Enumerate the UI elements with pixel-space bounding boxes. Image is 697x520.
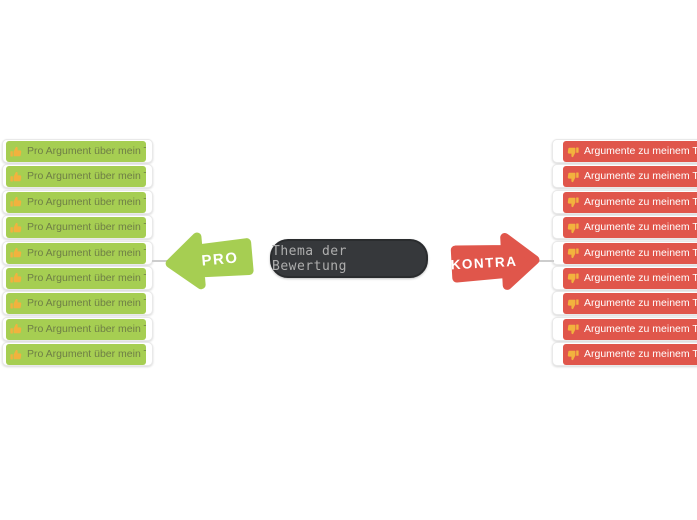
- kontra-argument-pill: Argumente zu meinem Thema: [563, 267, 697, 289]
- kontra-argument-label: Argumente zu meinem Thema: [584, 195, 697, 208]
- kontra-argument-pill: Argumente zu meinem Thema: [563, 141, 697, 162]
- kontra-argument-pill: Argumente zu meinem Thema: [563, 191, 697, 213]
- thumbs-down-icon: [567, 324, 579, 335]
- pro-argument-label: Pro Argument über mein Thema: [27, 348, 146, 361]
- thumbs-up-icon: [10, 171, 22, 182]
- pro-argument-pill: Pro Argument über mein Thema: [6, 242, 146, 264]
- pro-argument-pill: Pro Argument über mein Thema: [6, 141, 146, 162]
- pro-argument-node[interactable]: Pro Argument über mein Thema: [2, 215, 153, 240]
- thumbs-down-icon: [567, 172, 579, 182]
- kontra-argument-label: Argumente zu meinem Thema: [584, 221, 697, 234]
- pro-argument-pill: Pro Argument über mein Thema: [6, 318, 146, 340]
- thumbs-up-icon: [10, 273, 22, 283]
- kontra-argument-node[interactable]: Argumente zu meinem Thema: [552, 240, 697, 265]
- kontra-arrow-label: KONTRA: [450, 254, 517, 272]
- pro-argument-label: Pro Argument über mein Thema: [27, 322, 146, 335]
- thumbs-up-icon: [10, 197, 22, 207]
- thumbs-up-icon: [10, 146, 22, 156]
- kontra-argument-node[interactable]: Argumente zu meinem Thema: [552, 316, 697, 341]
- kontra-argument-label: Argumente zu meinem Thema: [584, 246, 697, 259]
- pro-argument-label: Pro Argument über mein Thema: [27, 170, 146, 183]
- pro-argument-pill: Pro Argument über mein Thema: [6, 267, 146, 289]
- pro-argument-node[interactable]: Pro Argument über mein Thema: [2, 342, 153, 367]
- pro-argument-label: Pro Argument über mein Thema: [27, 221, 146, 234]
- kontra-argument-pill: Argumente zu meinem Thema: [563, 344, 697, 366]
- pro-argument-label: Pro Argument über mein Thema: [27, 297, 146, 310]
- kontra-argument-label: Argumente zu meinem Thema: [584, 322, 697, 335]
- pro-argument-node[interactable]: Pro Argument über mein Thema: [2, 189, 153, 214]
- thumbs-down-icon: [567, 223, 579, 233]
- kontra-argument-node[interactable]: Argumente zu meinem Thema: [552, 291, 697, 316]
- thumbs-down-icon: [567, 197, 579, 208]
- kontra-argument-node[interactable]: Argumente zu meinem Thema: [552, 189, 697, 214]
- kontra-argument-node[interactable]: Argumente zu meinem Thema: [552, 265, 697, 290]
- kontra-argument-stack: Argumente zu meinem Thema Argumente zu m…: [552, 139, 697, 368]
- thumbs-up-icon: [10, 298, 22, 309]
- kontra-argument-node[interactable]: Argumente zu meinem Thema: [552, 164, 697, 189]
- pro-argument-label: Pro Argument über mein Thema: [27, 246, 146, 259]
- pro-argument-node[interactable]: Pro Argument über mein Thema: [2, 139, 153, 163]
- pro-argument-pill: Pro Argument über mein Thema: [6, 166, 146, 188]
- pro-argument-node[interactable]: Pro Argument über mein Thema: [2, 164, 153, 189]
- pro-arrow-shape: [165, 232, 254, 290]
- thumbs-down-icon: [567, 147, 579, 157]
- pro-argument-label: Pro Argument über mein Thema: [27, 145, 146, 157]
- thumbs-down-icon: [567, 273, 579, 284]
- pro-argument-pill: Pro Argument über mein Thema: [6, 217, 146, 239]
- pro-argument-label: Pro Argument über mein Thema: [27, 271, 146, 284]
- kontra-argument-pill: Argumente zu meinem Thema: [563, 166, 697, 188]
- thumbs-up-icon: [10, 349, 22, 360]
- pro-arrow[interactable]: PRO: [160, 224, 257, 296]
- pro-argument-node[interactable]: Pro Argument über mein Thema: [2, 265, 153, 290]
- kontra-arrow-shape: [450, 232, 540, 290]
- kontra-argument-node[interactable]: Argumente zu meinem Thema: [552, 139, 697, 163]
- kontra-argument-label: Argumente zu meinem Thema: [584, 271, 697, 284]
- pro-argument-node[interactable]: Pro Argument über mein Thema: [2, 291, 153, 316]
- pro-argument-node[interactable]: Pro Argument über mein Thema: [2, 240, 153, 265]
- root-node-label: Thema der Bewertung: [272, 243, 347, 274]
- pro-argument-pill: Pro Argument über mein Thema: [6, 191, 146, 213]
- thumbs-up-icon: [10, 222, 22, 233]
- kontra-argument-label: Argumente zu meinem Thema: [584, 297, 697, 310]
- thumbs-down-icon: [567, 299, 579, 309]
- thumbs-down-icon: [567, 248, 579, 259]
- pro-argument-pill: Pro Argument über mein Thema: [6, 344, 146, 366]
- kontra-arrow[interactable]: KONTRA: [446, 229, 543, 296]
- thumbs-up-icon: [10, 324, 22, 334]
- kontra-argument-pill: Argumente zu meinem Thema: [563, 242, 697, 264]
- kontra-argument-node[interactable]: Argumente zu meinem Thema: [552, 342, 697, 367]
- kontra-argument-label: Argumente zu meinem Thema: [584, 170, 697, 183]
- kontra-argument-label: Argumente zu meinem Thema: [584, 145, 697, 157]
- pro-argument-stack: Pro Argument über mein Thema Pro Argumen…: [2, 139, 153, 368]
- thumbs-up-icon: [10, 247, 22, 258]
- thumbs-down-icon: [567, 350, 579, 360]
- pro-argument-label: Pro Argument über mein Thema: [27, 195, 146, 208]
- kontra-argument-pill: Argumente zu meinem Thema: [563, 293, 697, 315]
- kontra-argument-node[interactable]: Argumente zu meinem Thema: [552, 215, 697, 240]
- connector-line-right: [536, 260, 554, 262]
- root-node[interactable]: Thema der Bewertung: [270, 239, 428, 278]
- connector-line-left: [152, 260, 172, 262]
- pro-argument-node[interactable]: Pro Argument über mein Thema: [2, 316, 153, 341]
- kontra-argument-pill: Argumente zu meinem Thema: [563, 318, 697, 340]
- pro-arrow-label: PRO: [201, 249, 239, 269]
- kontra-argument-label: Argumente zu meinem Thema: [584, 348, 697, 361]
- pro-argument-pill: Pro Argument über mein Thema: [6, 293, 146, 315]
- kontra-argument-pill: Argumente zu meinem Thema: [563, 217, 697, 239]
